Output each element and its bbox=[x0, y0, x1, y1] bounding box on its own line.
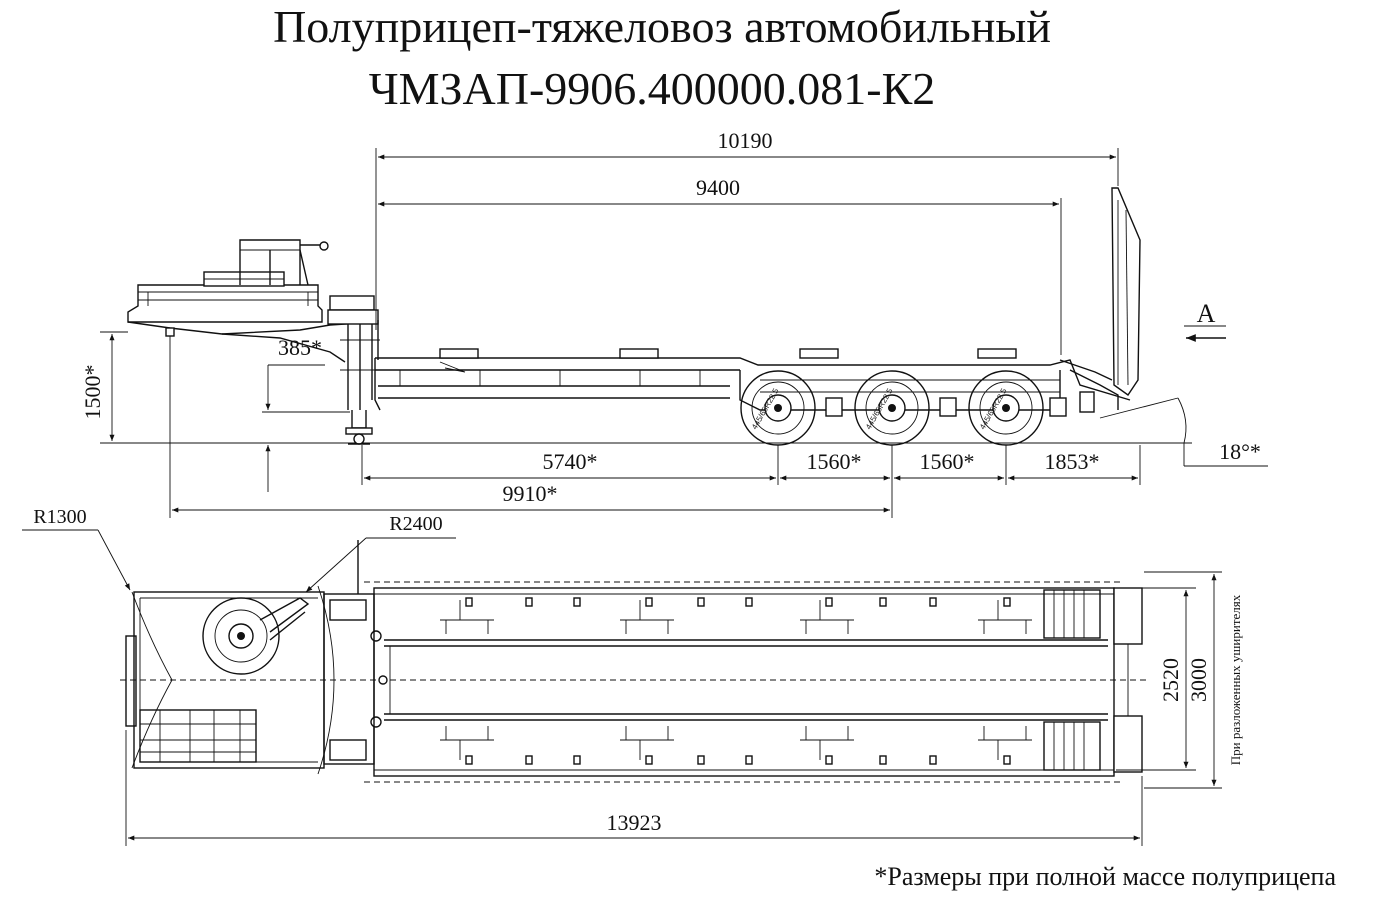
side-dimensions: 10190 9400 1500* 385* 5740* 1560* 1560* … bbox=[80, 128, 1268, 518]
dim-swing-radius: R2400 bbox=[389, 513, 442, 535]
axle-3-wheel: 445/65R22.5 bbox=[968, 370, 1044, 446]
dim-total-length-top: 13923 bbox=[607, 810, 662, 835]
footnote: *Размеры при полной массе полуприцепа bbox=[874, 862, 1336, 891]
axle-2-wheel: 445/65R22.5 bbox=[854, 370, 930, 446]
side-view: 445/65R22.5 445/65R22.5 445/65R22.5 bbox=[100, 187, 1192, 446]
title-line-2: ЧМЗАП-9906.400000.081-К2 bbox=[369, 63, 936, 114]
dim-width-base: 2520 bbox=[1158, 658, 1183, 702]
dim-kingpin-offset: 385* bbox=[278, 335, 322, 360]
dim-platform-length: 9400 bbox=[696, 175, 740, 200]
dim-kingpin-to-center: 9910* bbox=[503, 481, 558, 506]
dim-total-length: 10190 bbox=[718, 128, 773, 153]
dim-ramp-angle: 18°* bbox=[1219, 439, 1261, 464]
dim-front-radius: R1300 bbox=[33, 506, 86, 528]
dim-width-extended: 3000 bbox=[1186, 658, 1211, 702]
top-dimensions: R1300 R2400 2520 3000 При разложенных уш… bbox=[22, 506, 1243, 846]
top-view bbox=[120, 581, 1150, 783]
dim-axle-spacing-2: 1560* bbox=[920, 449, 975, 474]
width-note: При разложенных уширителях bbox=[1228, 594, 1243, 765]
dim-fifth-wheel-height: 1500* bbox=[80, 365, 105, 420]
dim-axle-spacing-1: 1560* bbox=[807, 449, 862, 474]
dim-rear-overhang: 1853* bbox=[1045, 449, 1100, 474]
title-line-1: Полуприцеп-тяжеловоз автомобильный bbox=[273, 1, 1051, 52]
dim-kingpin-to-axle1: 5740* bbox=[543, 449, 598, 474]
axle-1-wheel: 445/65R22.5 bbox=[740, 370, 816, 446]
view-label-a: А bbox=[1197, 299, 1216, 328]
